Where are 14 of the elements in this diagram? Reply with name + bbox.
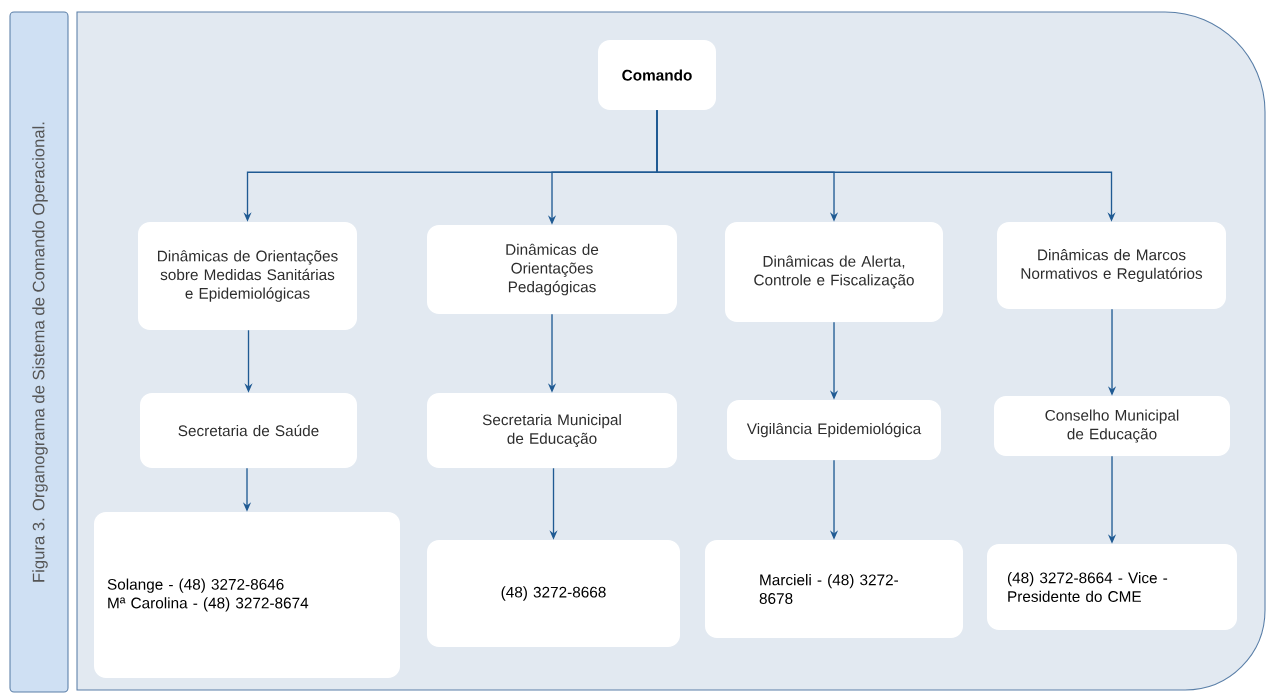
org-box: Solange - (48) 3272-8646 Mª Carolina - (48) 3272-8674 [94, 512, 400, 678]
org-box: Marcieli - (48) 3272-8678 [705, 540, 963, 638]
figure-caption: Figura 3. Organograma de Sistema de Comando Operacional. [32, 122, 48, 582]
org-box: Dinâmicas de Alerta, Controle e Fiscalização [725, 222, 943, 322]
org-box: Dinâmicas de Orientações Pedagógicas [427, 225, 677, 314]
org-box: Dinâmicas de Marcos Normativos e Regulatórios [997, 222, 1226, 309]
org-box: Secretaria Municipal de Educação [427, 393, 677, 468]
org-box: (48) 3272-8664 - Vice - Presidente do CME [987, 544, 1237, 630]
org-box: Vigilância Epidemiológica [727, 400, 941, 460]
org-box: (48) 3272-8668 [427, 540, 680, 647]
org-box: Conselho Municipal de Educação [994, 396, 1230, 456]
org-box: Comando [598, 40, 716, 110]
org-box: Secretaria de Saúde [140, 393, 357, 468]
org-box: Dinâmicas de Orientações sobre Medidas Sanitárias e Epidemiológicas [138, 222, 357, 330]
